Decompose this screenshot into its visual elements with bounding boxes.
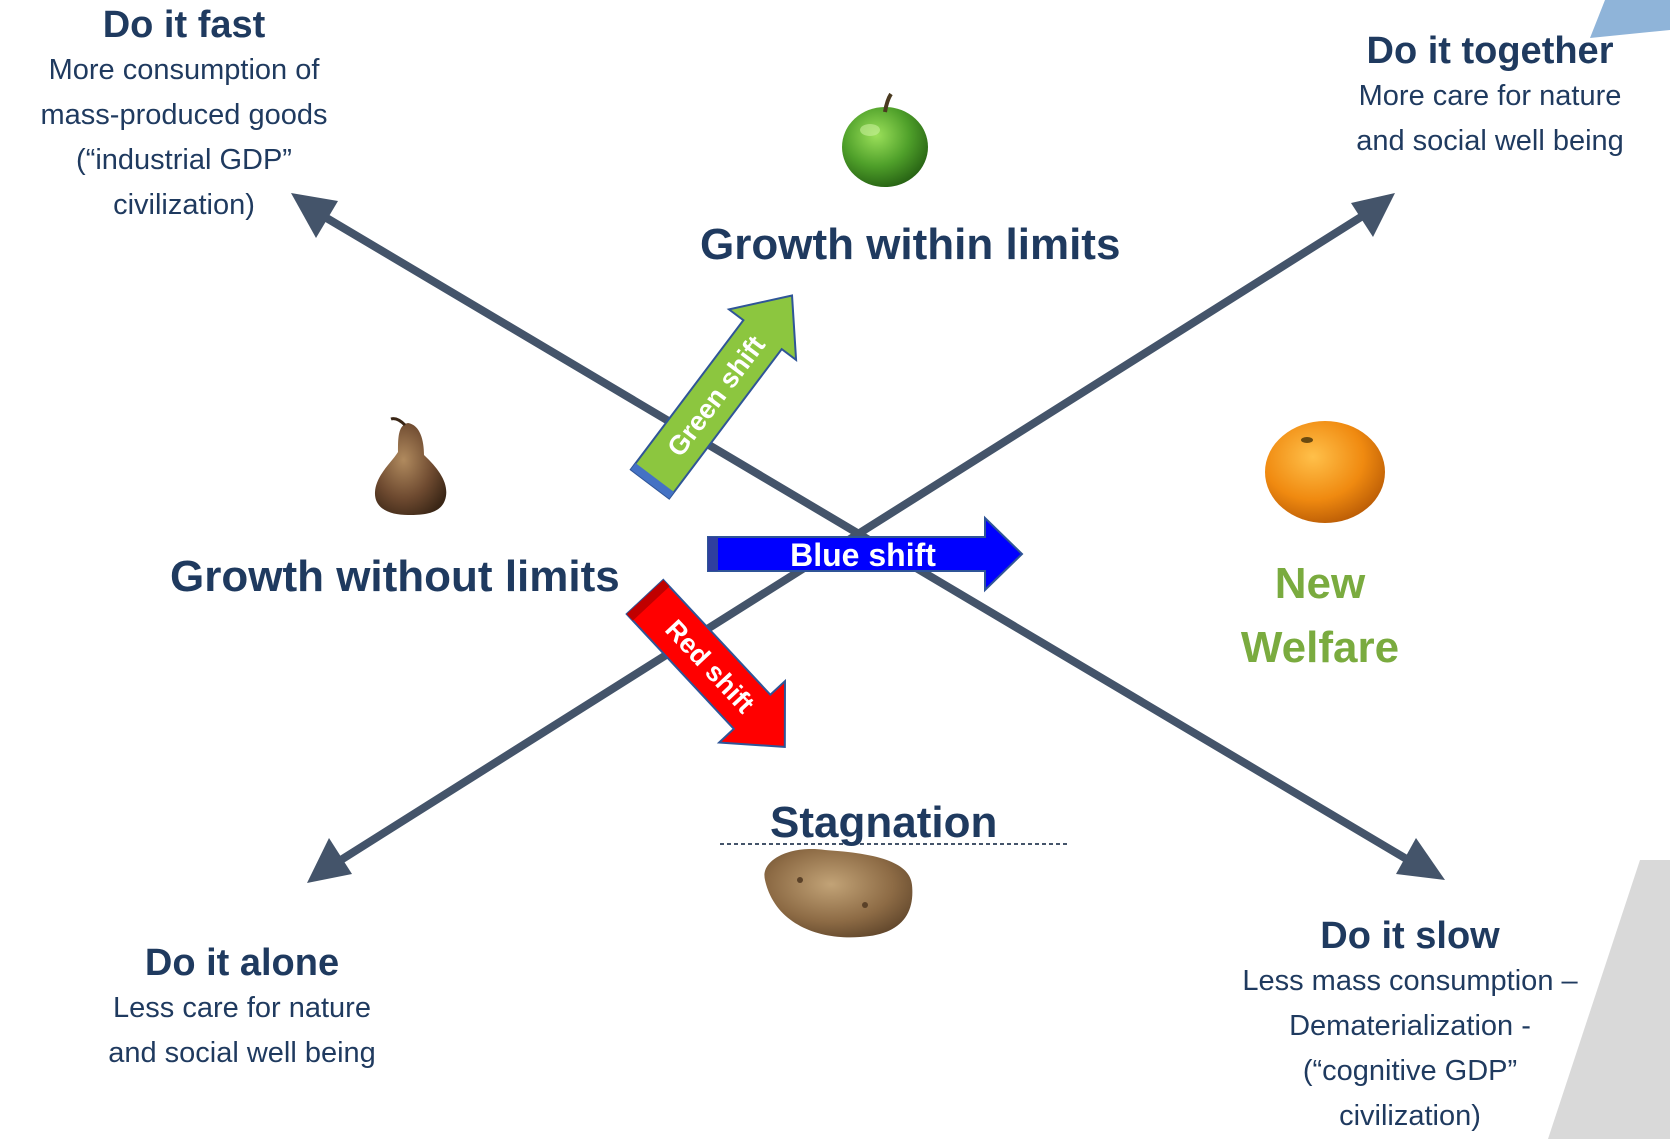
do-it-slow-title: Do it slow (1320, 915, 1500, 957)
do-it-fast-title: Do it fast (102, 4, 266, 46)
do-it-together-text: More care for nature and social well bei… (1356, 80, 1624, 157)
corner-bottom-left: Do it alone Less care for nature and soc… (62, 940, 422, 1076)
orange-icon (1265, 421, 1385, 523)
green-apple-icon (842, 92, 928, 187)
quadrant-growth-within-limits: Growth within limits (700, 220, 1121, 269)
do-it-alone-text: Less care for nature and social well bei… (108, 992, 376, 1069)
green-shift-label: Green shift (661, 330, 771, 462)
corner-bottom-right: Do it slow Less mass consumption – Demat… (1185, 913, 1635, 1139)
blue-shift-arrow: Blue shift (707, 515, 1024, 593)
do-it-together-title: Do it together (1366, 30, 1614, 72)
pear-icon (374, 417, 447, 515)
do-it-fast-text: More consumption of mass-produced goods … (40, 54, 328, 221)
blue-shift-label: Blue shift (790, 537, 936, 573)
new-welfare-line1: New (1274, 559, 1366, 608)
quadrant-stagnation: Stagnation (770, 798, 998, 847)
quadrant-new-welfare: New Welfare (1220, 552, 1420, 680)
corner-top-right: Do it together More care for nature and … (1310, 28, 1670, 164)
corner-accent-bottom (1548, 860, 1670, 1139)
do-it-slow-text: Less mass consumption – Dematerializatio… (1242, 965, 1578, 1132)
corner-accent-top (1590, 0, 1670, 38)
potato-icon (764, 849, 913, 938)
do-it-alone-title: Do it alone (144, 942, 340, 984)
new-welfare-line2: Welfare (1240, 623, 1400, 672)
quadrant-growth-without-limits: Growth without limits (170, 552, 620, 601)
corner-top-left: Do it fast More consumption of mass-prod… (4, 2, 364, 228)
green-shift-arrow: Green shift (629, 294, 798, 500)
